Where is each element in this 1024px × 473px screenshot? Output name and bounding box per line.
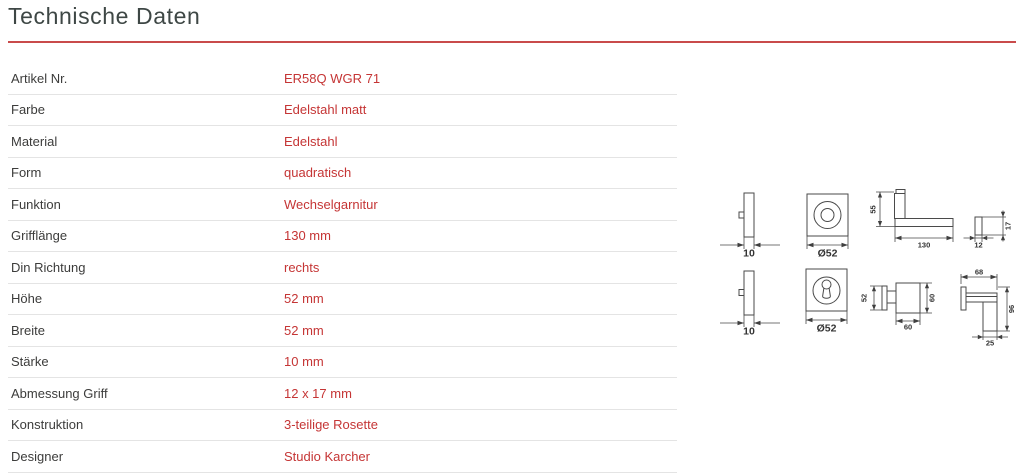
spec-label: Konstruktion — [11, 417, 84, 433]
title-accent-rule — [8, 41, 1016, 43]
spec-value: 52 mm — [284, 291, 324, 307]
knob-front-drawing: 52 60 60 — [860, 282, 937, 332]
spec-value: 10 mm — [284, 354, 324, 370]
dim-rosette-thickness-bottom: 10 — [743, 326, 755, 338]
spec-label: Grifflänge — [11, 228, 68, 244]
page-title: Technische Daten — [8, 3, 201, 29]
lever-handle-drawing: 55 130 17 12 — [869, 189, 1013, 250]
spec-value: Edelstahl — [284, 133, 338, 149]
spec-table: Artikel Nr. ER58Q WGR 71 Farbe Edelstahl… — [8, 63, 677, 473]
spec-row: Material Edelstahl — [8, 126, 677, 158]
rosette-side-drawing-bottom: 10 — [720, 270, 780, 338]
dim-knob-grip-depth: 25 — [986, 339, 994, 348]
spec-row: Stärke 10 mm — [8, 347, 677, 378]
spec-label: Breite — [11, 322, 45, 338]
dim-knob-rosette-height: 52 — [860, 294, 869, 302]
technical-drawings-svg: 10 Ø52 55 130 17 12 — [720, 189, 1016, 348]
spec-row: Farbe Edelstahl matt — [8, 95, 677, 126]
spec-row: Abmessung Griff 12 x 17 mm — [8, 378, 677, 410]
technical-drawings: 10 Ø52 55 130 17 12 — [718, 185, 1018, 360]
dim-lever-height: 55 — [869, 205, 878, 213]
spec-row: Funktion Wechselgarnitur — [8, 189, 677, 221]
spec-value: 130 mm — [284, 228, 331, 244]
dim-key-rosette-diameter: Ø52 — [817, 323, 837, 335]
spec-row: Konstruktion 3-teilige Rosette — [8, 410, 677, 441]
dim-rosette-diameter-top: Ø52 — [818, 248, 838, 260]
spec-label: Abmessung Griff — [11, 385, 108, 401]
spec-row: Breite 52 mm — [8, 315, 677, 347]
spec-value: Studio Karcher — [284, 448, 370, 464]
key-rosette-front-drawing: Ø52 — [805, 268, 848, 335]
dim-knob-side-height: 96 — [1007, 305, 1016, 313]
dim-knob-projection: 68 — [975, 268, 983, 277]
spec-label: Material — [11, 133, 58, 149]
dim-grip-width: 12 — [974, 241, 982, 250]
spec-label: Designer — [11, 448, 64, 464]
spec-label: Funktion — [11, 196, 61, 212]
dim-lever-length: 130 — [918, 241, 931, 250]
rosette-front-drawing-top: Ø52 — [806, 193, 849, 260]
spec-label: Farbe — [11, 102, 45, 118]
spec-value: Edelstahl matt — [284, 102, 367, 118]
spec-value: 52 mm — [284, 322, 324, 338]
dim-grip-height: 17 — [1004, 222, 1013, 230]
knob-side-drawing: 68 96 25 — [960, 268, 1016, 348]
spec-value: quadratisch — [284, 165, 352, 181]
spec-row: Grifflänge 130 mm — [8, 221, 677, 252]
spec-row: Form quadratisch — [8, 158, 677, 189]
dim-rosette-thickness-top: 10 — [743, 248, 755, 260]
spec-row: Din Richtung rechts — [8, 252, 677, 284]
spec-label: Form — [11, 165, 42, 181]
spec-value: 12 x 17 mm — [284, 385, 352, 401]
spec-label: Artikel Nr. — [11, 70, 68, 86]
spec-value: Wechselgarnitur — [284, 196, 378, 212]
spec-value: ER58Q WGR 71 — [284, 70, 381, 86]
spec-label: Höhe — [11, 291, 43, 307]
dim-knob-height: 60 — [928, 294, 937, 302]
spec-value: 3-teilige Rosette — [284, 417, 378, 433]
spec-row: Höhe 52 mm — [8, 284, 677, 315]
rosette-side-drawing-top: 10 — [720, 192, 780, 260]
spec-row: Artikel Nr. ER58Q WGR 71 — [8, 63, 677, 95]
spec-label: Stärke — [11, 354, 49, 370]
spec-row: Designer Studio Karcher — [8, 441, 677, 473]
dim-knob-width: 60 — [904, 323, 912, 332]
spec-value: rechts — [284, 259, 320, 275]
spec-label: Din Richtung — [11, 259, 86, 275]
